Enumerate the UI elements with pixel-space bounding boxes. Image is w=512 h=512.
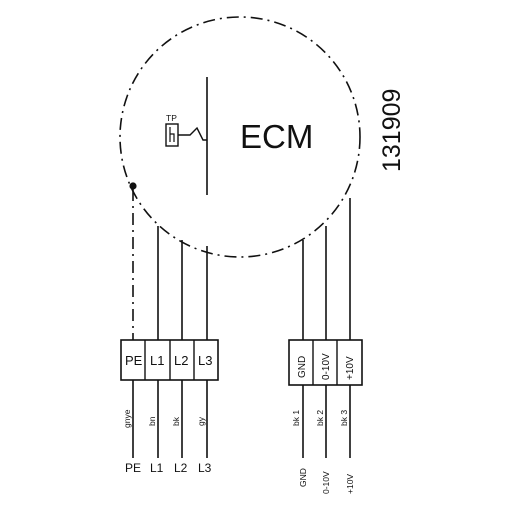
wire-code-gnd: bk 1 bbox=[291, 410, 301, 426]
terminal-l2: L2 bbox=[174, 353, 188, 368]
terminal-l3: L3 bbox=[198, 353, 212, 368]
wire-code-l3: gy bbox=[196, 416, 206, 426]
thermal-protector-label: TP bbox=[166, 113, 177, 123]
endpoint-0-10v: 0-10V bbox=[321, 471, 331, 494]
wire-code-0-10v: bk 2 bbox=[315, 410, 325, 426]
wire-code-plus10v: bk 3 bbox=[339, 410, 349, 426]
endpoint-l2: L2 bbox=[174, 461, 188, 475]
thermal-protector-symbol: TP bbox=[165, 113, 207, 147]
endpoint-l1: L1 bbox=[150, 461, 164, 475]
wire-code-l2: bk bbox=[171, 416, 181, 426]
endpoint-plus10v: +10V bbox=[345, 474, 355, 494]
wire-code-pe: gnye bbox=[122, 409, 132, 428]
thermal-protector-element bbox=[169, 127, 175, 142]
endpoint-l3: L3 bbox=[198, 461, 212, 475]
terminal-gnd: GND bbox=[297, 356, 308, 378]
power-terminal-block: PE L1 L2 L3 bbox=[120, 339, 219, 381]
terminal-0-10v: 0-10V bbox=[321, 353, 332, 380]
drawing-number: 131909 bbox=[378, 89, 406, 172]
thermal-protector-switch bbox=[178, 126, 207, 141]
terminal-plus10v: +10V bbox=[345, 356, 356, 380]
motor-label: ECM bbox=[240, 118, 313, 155]
control-terminal-block: GND 0-10V +10V bbox=[288, 339, 363, 386]
thermal-protector-box bbox=[165, 123, 179, 147]
endpoint-pe: PE bbox=[125, 461, 141, 475]
wire-code-l1: bn bbox=[147, 416, 157, 426]
pe-connection-point bbox=[129, 182, 137, 190]
endpoint-gnd: GND bbox=[298, 468, 308, 487]
terminal-l1: L1 bbox=[150, 353, 164, 368]
motor-housing-outline bbox=[119, 16, 361, 258]
terminal-pe: PE bbox=[125, 353, 143, 368]
